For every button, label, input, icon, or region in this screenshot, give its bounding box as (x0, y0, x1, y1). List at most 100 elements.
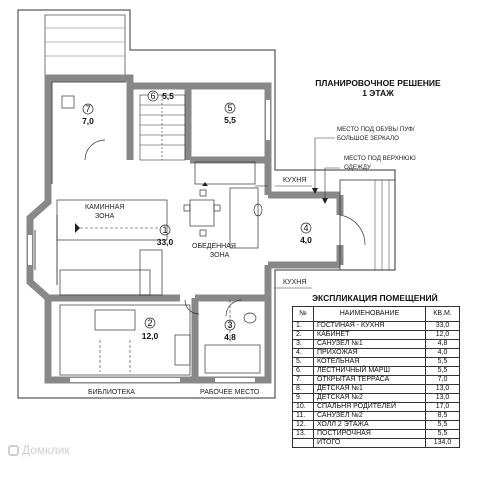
row-name: КАБИНЕТ (313, 330, 426, 340)
callout-arrow-clothes (322, 198, 328, 204)
row-area: 17,0 (425, 402, 460, 412)
row-name: ИТОГО (313, 438, 426, 448)
workplace-label: РАБОЧЕЕ МЕСТО (200, 389, 260, 396)
svg-text:12,0: 12,0 (142, 331, 159, 341)
porch-steps (374, 180, 390, 270)
furniture (56, 95, 263, 376)
row-name: СПАЛЬНЯ РОДИТЕЛЕЙ (313, 402, 426, 412)
row-area: 4,8 (425, 339, 460, 349)
row-number: 12. (292, 420, 314, 430)
callout-arrow-shoes (312, 188, 318, 194)
room-7-marker: 7 7,0 (82, 103, 94, 126)
room-3-marker: 3 4,8 (224, 319, 236, 342)
row-area: 5,5 (425, 357, 460, 367)
svg-text:7,0: 7,0 (82, 116, 94, 126)
row-name: ПОСТИРОЧНАЯ (313, 429, 426, 439)
row-number: 5. (292, 357, 314, 367)
row-name: ДЕТСКАЯ №1 (313, 384, 426, 394)
dining-zone-label-2: ЗОНА (210, 252, 230, 259)
row-number: 10. (292, 402, 314, 412)
windows (28, 100, 270, 382)
watermark-text: Домклик (22, 443, 70, 457)
row-name: ГОСТИНАЯ - КУХНЯ (313, 321, 426, 331)
fireplace-arrow (75, 223, 80, 233)
clothes-callout-1: МЕСТО ПОД ВЕРХНЮЮ (344, 155, 416, 162)
row-name: ХОЛЛ 2 ЭТАЖА (313, 420, 426, 430)
svg-text:33,0: 33,0 (157, 237, 174, 247)
row-area: 5,5 (425, 420, 460, 430)
row-number: 7. (292, 375, 314, 385)
svg-text:4: 4 (303, 223, 308, 233)
room-4-marker: 4 4,0 (300, 222, 312, 245)
shoes-callout-2: БОЛЬШОЕ ЗЕРКАЛО (337, 135, 399, 142)
shoes-callout-1: МЕСТО ПОД ОБУВЬ/ ПУФ/ (337, 126, 415, 133)
entrance-porch (339, 179, 396, 271)
terrace-outline (44, 14, 126, 76)
leader-lines (80, 137, 340, 399)
row-area: 13,0 (425, 384, 460, 394)
room-2-marker: 2 12,0 (142, 317, 159, 341)
row-number: 1. (292, 321, 314, 331)
svg-text:5,5: 5,5 (224, 115, 236, 125)
room-6-marker: 6 5,5 (147, 90, 174, 102)
staircase (139, 94, 186, 161)
dining-arrow (202, 182, 208, 186)
svg-text:6: 6 (150, 91, 155, 101)
row-number: 9. (292, 393, 314, 403)
header-name: НАИМЕНОВАНИЕ (313, 306, 426, 322)
row-area: 5,5 (425, 429, 460, 439)
svg-text:5,5: 5,5 (162, 91, 174, 101)
clothes-callout-2: ОДЕЖДУ (344, 164, 371, 171)
row-number: 3. (292, 339, 314, 349)
row-area: 134,0 (425, 438, 460, 448)
svg-text:7: 7 (85, 104, 90, 114)
row-name: САНУЗЕЛ №2 (313, 411, 426, 421)
library-label: БИБЛИОТЕКА (88, 389, 135, 396)
row-number (292, 438, 314, 448)
row-number: 8. (292, 384, 314, 394)
row-name: ЛЕСТНИЧНЫЙ МАРШ (313, 366, 426, 376)
plan-title-line-2: 1 ЭТАЖ (362, 88, 394, 98)
row-area: 7,0 (425, 375, 460, 385)
row-name: ОТКРЫТАЯ ТЕРРАСА (313, 375, 426, 385)
terrace-boards (45, 27, 125, 57)
row-number: 6. (292, 366, 314, 376)
svg-text:1: 1 (162, 225, 167, 235)
row-name: КОТЕЛЬНАЯ (313, 357, 426, 367)
row-area: 33,0 (425, 321, 460, 331)
svg-text:3: 3 (227, 320, 232, 330)
svg-text:5: 5 (227, 103, 232, 113)
dining-zone-label-1: ОБЕДЕННАЯ (192, 243, 236, 250)
kitchen-label-bottom: КУХНЯ (283, 279, 306, 286)
row-area: 8,5 (425, 411, 460, 421)
row-name: ДЕТСКАЯ №2 (313, 393, 426, 403)
row-area: 12,0 (425, 330, 460, 340)
row-number: 4. (292, 348, 314, 358)
svg-text:4,0: 4,0 (300, 235, 312, 245)
row-number: 2. (292, 330, 314, 340)
row-number: 13. (292, 429, 314, 439)
plan-title-line-1: ПЛАНИРОВОЧНОЕ РЕШЕНИЕ (315, 78, 441, 88)
row-area: 13,0 (425, 393, 460, 403)
row-area: 5,5 (425, 366, 460, 376)
watermark: Домклик (8, 443, 70, 457)
kitchen-label-top: КУХНЯ (283, 177, 306, 184)
explication-header-row: № НАИМЕНОВАНИЕ КВ.М. (292, 306, 460, 322)
fireplace-zone-label-1: КАМИННАЯ (85, 204, 124, 211)
house-icon (8, 445, 19, 456)
plan-title: ПЛАНИРОВОЧНОЕ РЕШЕНИЕ 1 ЭТАЖ (298, 78, 458, 98)
room-1-marker: 1 33,0 (157, 224, 174, 247)
